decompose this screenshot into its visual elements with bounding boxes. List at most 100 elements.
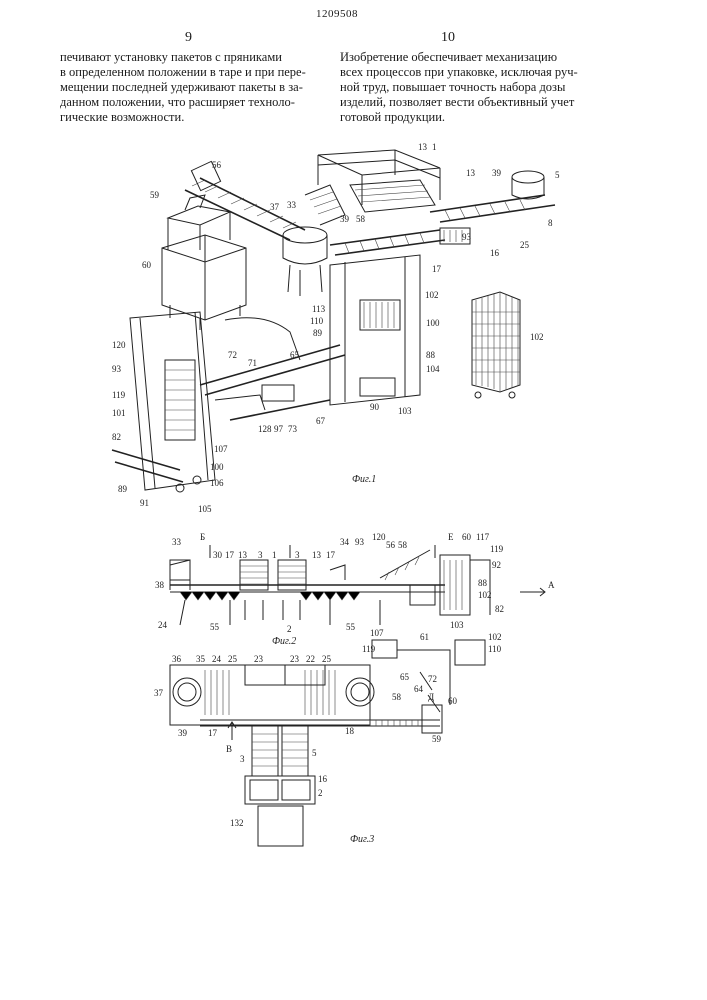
ref-label: 39 — [492, 168, 502, 178]
ref-label: 23 — [254, 654, 264, 664]
ref-label: 73 — [288, 424, 298, 434]
ref-label: 88 — [478, 578, 488, 588]
ref-label: 100 — [210, 462, 224, 472]
ref-label: 35 — [196, 654, 206, 664]
ref-label: 3 — [258, 550, 263, 560]
ref-label: 92 — [492, 560, 501, 570]
mixing-drum — [283, 227, 327, 296]
ref-label: 82 — [112, 432, 121, 442]
ref-label: 119 — [362, 644, 376, 654]
figure-3: Фиг.3 36 35 24 25 23 23 22 25 37 39 17 1… — [154, 628, 502, 846]
left-stacker — [112, 312, 215, 492]
ref-label: 24 — [212, 654, 222, 664]
ref-label: 5 — [312, 748, 317, 758]
ref-label: 13 — [466, 168, 476, 178]
ref-label: 58 — [398, 540, 408, 550]
ref-label: 18 — [345, 726, 355, 736]
ref-label: 61 — [420, 632, 429, 642]
ref-label: 100 — [426, 318, 440, 328]
ref-label: 30 — [213, 550, 223, 560]
ref-label: 132 — [230, 818, 244, 828]
ref-label: 39 — [340, 214, 350, 224]
ref-label: 64 — [414, 684, 424, 694]
ref-label: 33 — [287, 200, 297, 210]
ref-label: 93 — [112, 364, 122, 374]
fig2-labels: 33 Б 30 17 13 3 1 3 13 17 34 93 120 56 5… — [155, 532, 555, 634]
ref-label: 16 — [318, 774, 328, 784]
lower-conveyor — [200, 318, 345, 420]
ref-label: В — [226, 744, 232, 754]
ref-label: 13 — [418, 142, 428, 152]
ref-label: 110 — [310, 316, 324, 326]
ref-label: 58 — [356, 214, 366, 224]
ref-label: А — [548, 580, 555, 590]
ref-label: 8 — [548, 218, 553, 228]
ref-label: 113 — [312, 304, 326, 314]
ref-label: 16 — [490, 248, 500, 258]
ref-label: 58 — [392, 692, 402, 702]
ref-label: 38 — [155, 580, 165, 590]
ref-label: 104 — [426, 364, 440, 374]
ref-label: 36 — [172, 654, 182, 664]
ref-label: 2 — [287, 624, 292, 634]
ref-label: 106 — [210, 478, 224, 488]
ref-label: 107 — [370, 628, 384, 638]
ref-label: 17 — [225, 550, 235, 560]
ref-label: 55 — [346, 622, 356, 632]
ref-label: 89 — [313, 328, 323, 338]
ref-label: 5 — [555, 170, 560, 180]
ref-label: 39 — [178, 728, 188, 738]
ref-label: 22 — [306, 654, 315, 664]
figure-caption: Фиг.3 — [350, 834, 374, 845]
ref-label: 72 — [428, 674, 437, 684]
ref-label: 23 — [290, 654, 300, 664]
ref-label: 65 — [290, 350, 300, 360]
ref-label: 33 — [172, 537, 182, 547]
ref-label: 102 — [488, 632, 502, 642]
ref-label: 37 — [154, 688, 164, 698]
ref-label: 102 — [425, 290, 439, 300]
ref-label: 72 — [228, 350, 237, 360]
figure-caption: Фиг.1 — [352, 474, 376, 485]
ref-label: 13 — [238, 550, 248, 560]
ref-label: 88 — [426, 350, 436, 360]
figure-caption: Фиг.2 — [272, 636, 296, 647]
ref-label: 60 — [142, 260, 152, 270]
ref-label: 59 — [150, 190, 160, 200]
ref-label: 17 — [208, 728, 218, 738]
ref-label: 59 — [432, 734, 442, 744]
ref-label: 2 — [318, 788, 323, 798]
ref-label: 25 — [228, 654, 238, 664]
ref-label: Е — [448, 532, 454, 542]
ref-label: 56 — [386, 540, 396, 550]
ref-label: 3 — [295, 550, 300, 560]
ref-label: 56 — [212, 160, 222, 170]
ref-label: 101 — [112, 408, 126, 418]
ref-label: 24 — [158, 620, 168, 630]
ref-label: 103 — [398, 406, 412, 416]
ref-label: 25 — [520, 240, 530, 250]
figure-2: Фиг.2 33 Б 30 17 13 3 1 3 13 17 34 93 12… — [155, 532, 555, 647]
ref-label: 17 — [432, 264, 442, 274]
ref-label: 1 — [272, 550, 277, 560]
ref-label: 91 — [140, 498, 149, 508]
ref-label: 65 — [400, 672, 410, 682]
ref-label: 128 — [258, 424, 272, 434]
ref-label: 90 — [370, 402, 380, 412]
ref-label: 17 — [326, 550, 336, 560]
ref-label: 60 — [462, 532, 472, 542]
upper-platform — [305, 150, 440, 225]
ref-label: Д — [428, 692, 434, 702]
ref-label: 107 — [214, 444, 228, 454]
ref-label: Б — [200, 532, 205, 542]
ref-label: 82 — [495, 604, 504, 614]
ref-label: 67 — [316, 416, 326, 426]
ref-label: 1 — [432, 142, 437, 152]
ref-label: 102 — [478, 590, 492, 600]
stacking-frame — [330, 255, 420, 405]
ref-label: 89 — [118, 484, 128, 494]
figure-1: Фиг.1 56 59 37 33 39 58 13 1 13 39 25 16… — [112, 142, 560, 514]
ref-label: 119 — [490, 544, 504, 554]
ref-label: 120 — [112, 340, 126, 350]
